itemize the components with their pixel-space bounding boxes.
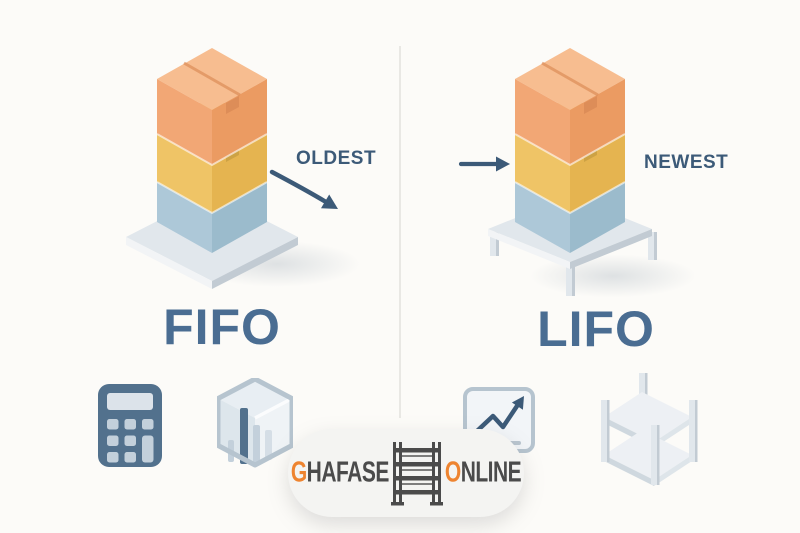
watermark-right-rest: NLINE <box>460 456 522 489</box>
rack-post-left <box>601 400 610 462</box>
rack-post-front <box>651 425 660 485</box>
watermark-badge: GHAFASE ONLINE <box>288 429 524 517</box>
shelf-rack-icon <box>390 442 443 506</box>
arrow-down-right-icon <box>269 169 338 209</box>
watermark-left-accent-letter: G <box>290 456 307 489</box>
rack-post-right <box>689 400 698 462</box>
orange-box <box>156 48 268 167</box>
lifo-box-stack <box>488 48 657 296</box>
table-leg-right <box>648 232 657 260</box>
watermark-right-accent-letter: O <box>444 456 461 489</box>
lifo-table-shadow <box>498 246 728 306</box>
fifo-box-stack <box>126 48 298 289</box>
fifo-title: FIFO <box>163 299 281 355</box>
watermark-brand-right: ONLINE <box>444 456 522 489</box>
lifo-title: LIFO <box>537 301 655 357</box>
orange-box <box>514 48 626 167</box>
rack-shelf-bottom <box>604 430 692 486</box>
oldest-label: OLDEST <box>296 148 377 169</box>
storage-rack-icon <box>601 373 698 486</box>
newest-label: NEWEST <box>644 152 729 173</box>
table-leg-front <box>566 262 575 296</box>
watermark-left-rest: HAFASE <box>306 456 390 489</box>
table-leg-left <box>490 232 499 256</box>
arrow-right-icon <box>458 156 510 172</box>
center-divider <box>399 46 401 418</box>
watermark-brand-left: GHAFASE <box>290 456 390 489</box>
calculator-icon <box>98 384 162 467</box>
cube-bar-chart-icon <box>217 378 293 468</box>
